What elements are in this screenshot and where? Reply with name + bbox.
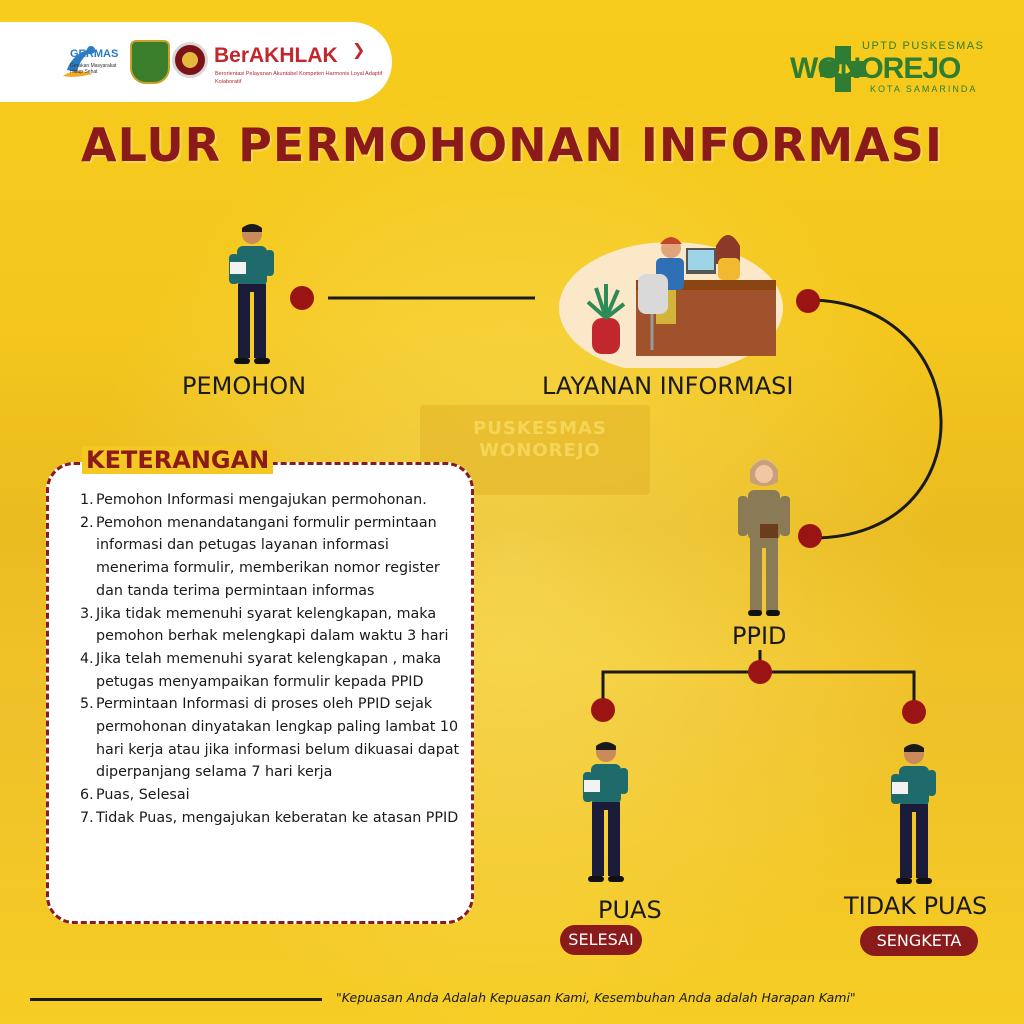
keterangan-item: 7.Tidak Puas, mengajukan keberatan ke at… [80,809,459,826]
connector-layanan-ppid [807,298,943,540]
keterangan-item: 6.Puas, Selesai [80,787,190,804]
berakhlak-title: BerAKHLAK [214,44,338,67]
keterangan-item-text: Tidak Puas, mengajukan keberatan ke atas… [96,809,459,826]
germas-logo-icon [63,46,95,77]
background-sign-line-2: WONOREJO [479,440,601,461]
keterangan-item-text: Jika tidak memenuhi syarat kelengkapan, … [96,605,449,645]
node-dot-layanan [796,289,820,313]
tidak-puas-person-icon [891,744,936,884]
keterangan-list: 1.Pemohon Informasi mengajukan permohona… [74,489,466,830]
keterangan-item-text: Permintaan Informasi di proses oleh PPID… [96,696,460,781]
node-dot-branch [748,660,772,684]
ppid-officer-icon [738,459,790,616]
keterangan-item: 4.Jika telah memenuhi syarat kelengkapan… [80,650,442,690]
berakhlak-subtitle: Berorientasi Pelayanan Akuntabel Kompete… [215,71,383,85]
keterangan-item-text: Pemohon Informasi mengajukan permohonan. [96,492,427,508]
label-tidak-puas: TIDAK PUAS [844,892,988,920]
node-dot-pemohon [290,286,314,310]
keterangan-item-text: Jika telah memenuhi syarat kelengkapan ,… [96,650,442,690]
samarinda-emblem-icon [130,40,170,84]
background-sign: PUSKESMAS WONOREJO [450,418,630,462]
label-puas: PUAS [598,896,662,924]
keterangan-item: 2.Pemohon menandatangani formulir permin… [80,514,440,599]
puskesmas-city: KOTA SAMARINDA [870,84,978,94]
node-dot-puas [591,698,615,722]
node-dot-tidak-puas [902,700,926,724]
background-sign-line-1: PUSKESMAS [473,418,607,439]
keterangan-title: KETERANGAN [82,446,274,474]
label-layanan-informasi: LAYANAN INFORMASI [542,372,794,400]
puskesmas-top-text: UPTD PUSKESMAS [862,40,985,52]
badge-selesai: SELESAI [560,925,642,955]
keterangan-box [46,462,474,924]
puskesmas-name: WONOREJO [790,52,961,85]
germas-title: GERMAS [70,48,119,60]
keterangan-item: 1.Pemohon Informasi mengajukan permohona… [80,492,427,508]
health-office-emblem-icon [172,42,208,78]
berakhlak-chevron-icon: ❯ [352,40,366,59]
germas-subtitle: Gerakan Masyarakat Hidup Sehat [70,63,117,75]
keterangan-item: 3.Jika tidak memenuhi syarat kelengkapan… [80,605,449,645]
puskesmas-cross-icon [820,46,866,92]
keterangan-item-text: Pemohon menandatangani formulir perminta… [96,514,440,599]
puas-person-icon [583,742,628,882]
page-title: ALUR PERMOHONAN INFORMASI [81,118,943,172]
footer-quote: "Kepuasan Anda Adalah Kepuasan Kami, Kes… [336,990,856,1005]
service-desk-illustration-icon [559,235,783,368]
keterangan-item: 5.Permintaan Informasi di proses oleh PP… [80,696,460,781]
pemohon-person-icon [229,224,274,364]
badge-sengketa: SENGKETA [860,926,978,956]
label-pemohon: PEMOHON [182,372,307,400]
quote-divider [30,998,322,1001]
keterangan-item-text: Puas, Selesai [96,787,190,804]
node-dot-ppid [798,524,822,548]
label-ppid: PPID [732,622,787,650]
